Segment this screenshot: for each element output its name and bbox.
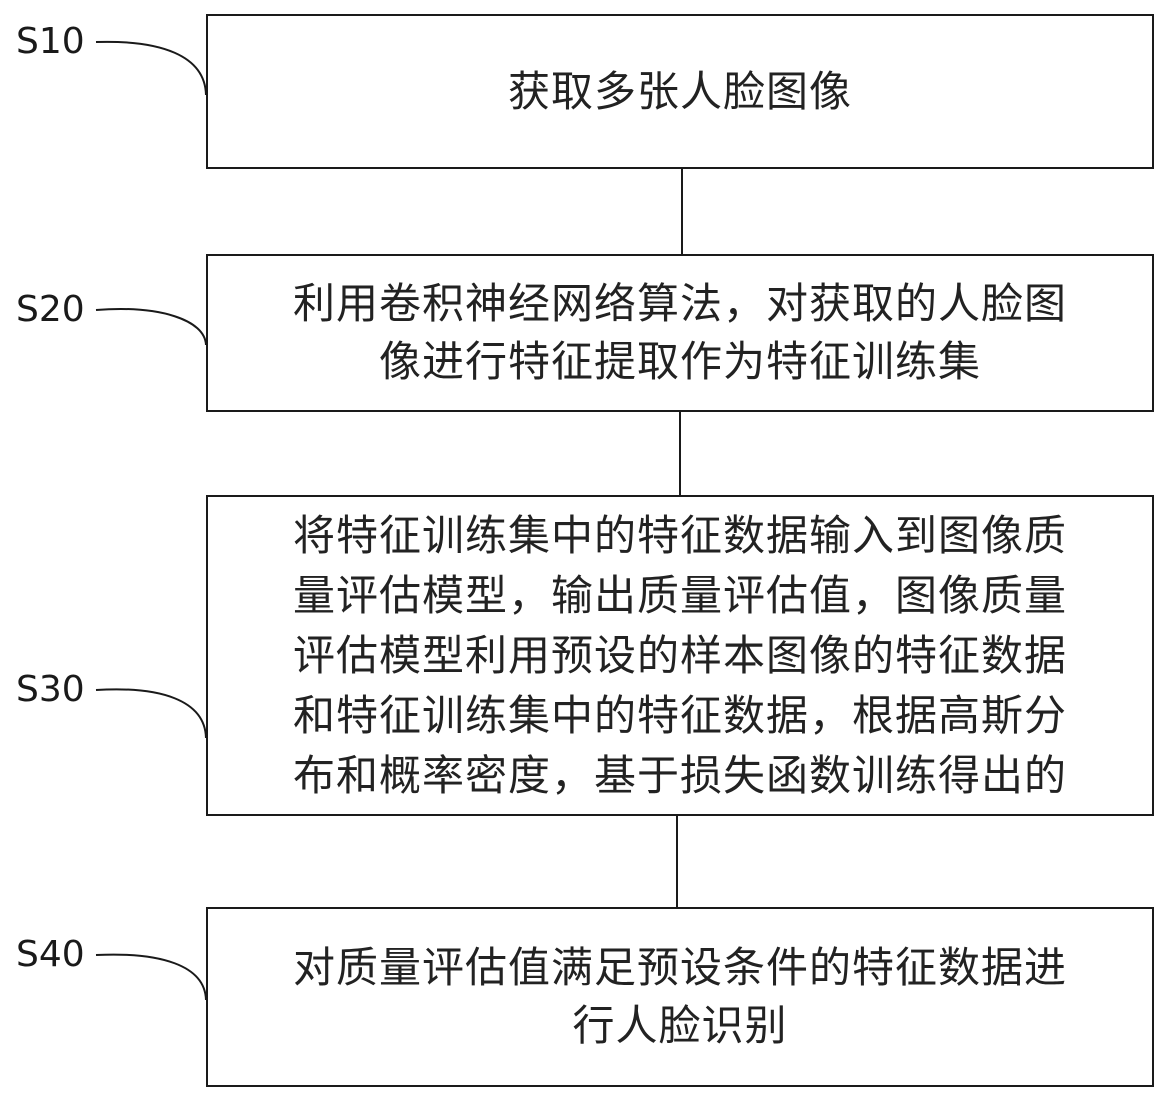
step-label-s30: S30 [16,669,85,710]
step-box-s10: 获取多张人脸图像 [206,14,1154,169]
step-box-s20: 利用卷积神经网络算法，对获取的人脸图 像进行特征提取作为特征训练集 [206,254,1154,412]
step-label-s40: S40 [16,934,85,975]
leader-s30 [95,688,207,739]
step-label-s10: S10 [16,21,85,62]
leader-s10 [95,40,207,96]
step-label-s20: S20 [16,289,85,330]
step-text-s20: 利用卷积神经网络算法，对获取的人脸图 像进行特征提取作为特征训练集 [292,279,1067,386]
leader-s40 [95,953,207,1001]
step-text-s10: 获取多张人脸图像 [507,66,852,116]
step-box-s30: 将特征训练集中的特征数据输入到图像质 量评估模型，输出质量评估值，图像质量 评估… [206,495,1154,816]
step-box-s40: 对质量评估值满足预设条件的特征数据进 行人脸识别 [206,907,1154,1087]
leader-s20 [95,308,207,346]
step-text-s40: 对质量评估值满足预设条件的特征数据进 行人脸识别 [292,943,1067,1050]
step-text-s30: 将特征训练集中的特征数据输入到图像质 量评估模型，输出质量评估值，图像质量 评估… [292,510,1067,800]
